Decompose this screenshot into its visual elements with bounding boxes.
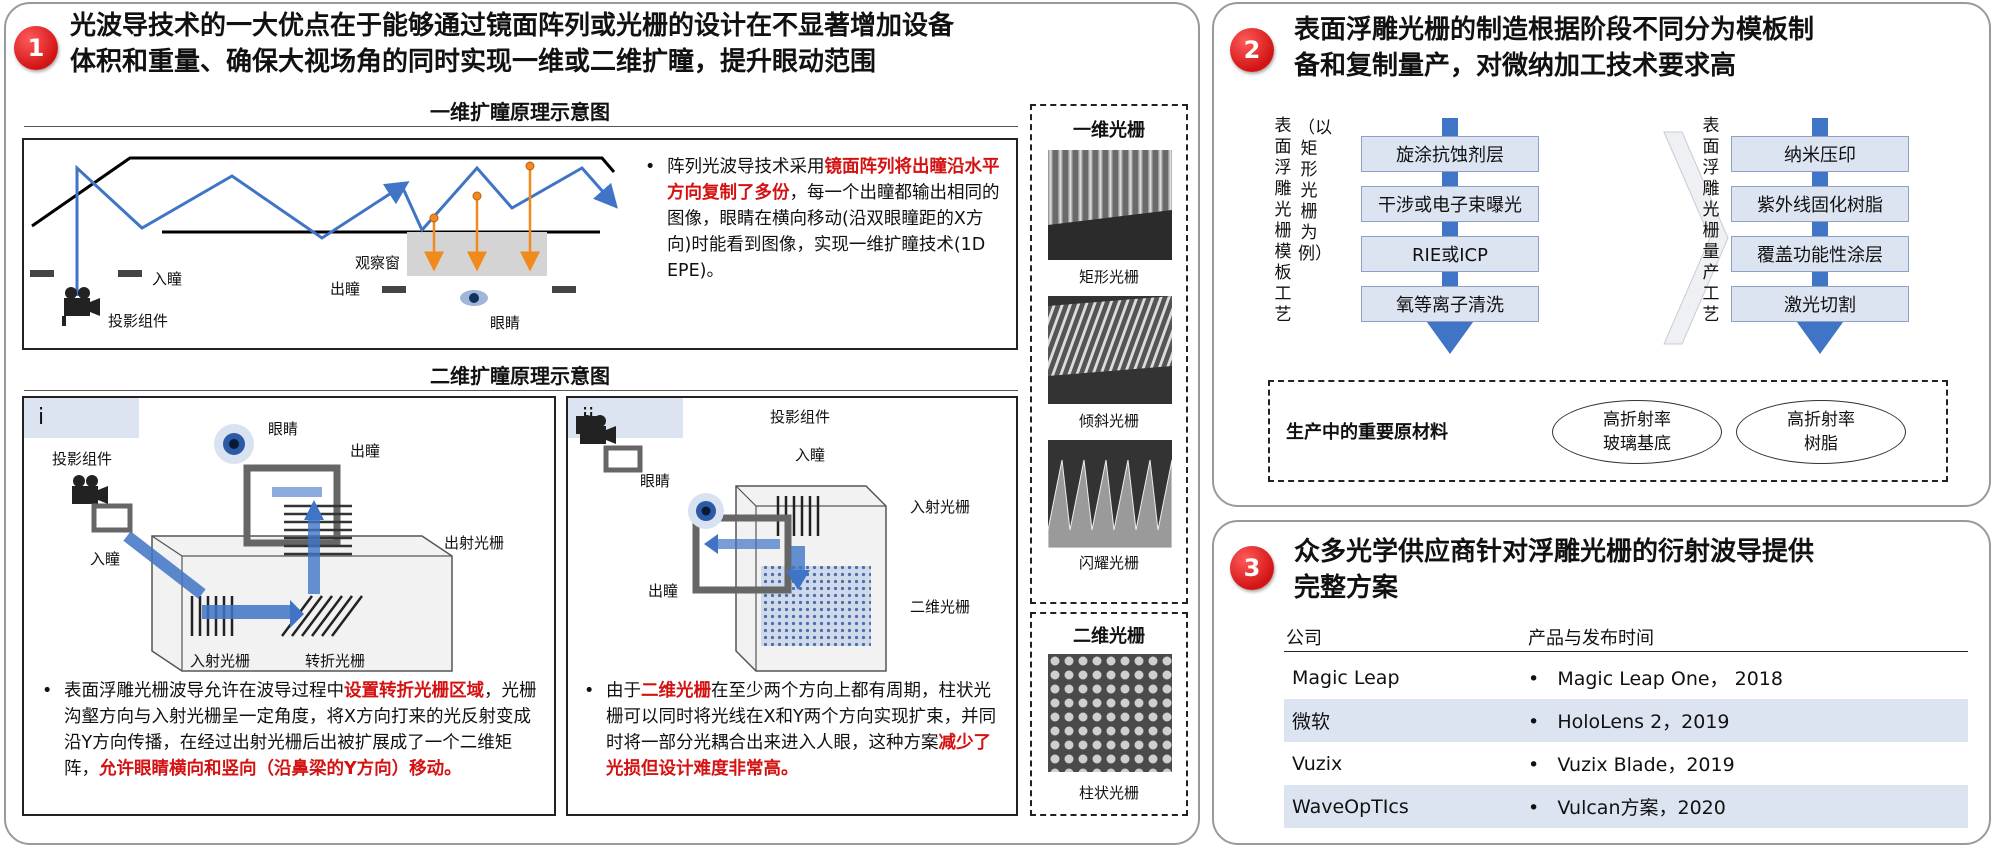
two-d-i-description: •表面浮雕光栅波导允许在波导过程中设置转折光栅区域，光栅沟壑方向与入射光栅呈一定… xyxy=(42,681,537,779)
template-step-2: 干涉或电子束曝光 xyxy=(1361,186,1539,222)
production-step-1: 纳米压印 xyxy=(1731,136,1909,172)
product-cell: • Vuzix Blade，2019 xyxy=(1528,754,1735,776)
eye-icon xyxy=(688,493,724,529)
one-d-gratings-heading: 一维光栅 xyxy=(1073,120,1145,141)
panel1-badge: 1 xyxy=(14,26,58,70)
material-glass-substrate: 高折射率 玻璃基底 xyxy=(1552,400,1722,464)
label-entrance-pupil-1d: 入瞳 xyxy=(152,270,183,288)
col-product: 产品与发布时间 xyxy=(1528,628,1654,649)
col-company: 公司 xyxy=(1286,628,1322,649)
panel1-title-line1: 光波导技术的一大优点在于能够通过镜面阵列或光栅的设计在不显著增加设备 xyxy=(70,11,955,41)
label-projector-ii: 投影组件 xyxy=(770,408,831,426)
label-2d-grating-ii: 二维光栅 xyxy=(910,598,971,616)
table-row: Vuzix • Vuzix Blade，2019 xyxy=(1284,742,1968,785)
two-d-panel-i-tag: i xyxy=(24,398,139,438)
two-d-gratings-heading: 二维光栅 xyxy=(1073,626,1145,647)
label-entrance-pupil-ii: 入瞳 xyxy=(795,446,826,464)
label-in-grating-i: 入射光栅 xyxy=(190,652,251,670)
table-row: 微软 • HoloLens 2，2019 xyxy=(1284,699,1968,742)
chevron-right-icon xyxy=(1663,131,1729,345)
label-window-1d: 观察窗 xyxy=(355,254,401,272)
company-cell: WaveOpTIcs xyxy=(1284,785,1520,828)
label-eye-i: 眼睛 xyxy=(268,420,299,438)
production-step-3: 覆盖功能性涂层 xyxy=(1731,236,1909,272)
two-d-heading-rule xyxy=(24,390,1018,391)
caption-rect-grating: 矩形光栅 xyxy=(1078,268,1139,286)
caption-blazed-grating: 闪耀光栅 xyxy=(1078,554,1139,572)
product-cell: • Magic Leap One， 2018 xyxy=(1528,668,1783,690)
panel1-title-line2: 体积和重量、确保大视场角的同时实现一维或二维扩瞳，提升眼动范围 xyxy=(70,47,877,77)
label-entrance-pupil-i: 入瞳 xyxy=(90,550,121,568)
label-exit-pupil-ii: 出瞳 xyxy=(648,582,679,600)
panel2-title-line2: 备和复制量产，对微纳加工技术要求高 xyxy=(1294,51,1737,81)
label-turn-grating-i: 转折光栅 xyxy=(305,652,366,670)
projector-icon xyxy=(62,287,100,326)
grating-blazed-image xyxy=(1048,440,1172,548)
label-eye-1d: 眼睛 xyxy=(490,314,521,332)
label-in-grating-ii: 入射光栅 xyxy=(910,498,971,516)
panel3-title-line1: 众多光学供应商针对浮雕光栅的衍射波导提供 xyxy=(1294,537,1815,567)
projector-icon xyxy=(72,475,133,533)
company-cell: Vuzix xyxy=(1292,752,1343,775)
label-projector-1d: 投影组件 xyxy=(108,312,169,330)
two-d-ii-description: •由于二维光栅在至少两个方向上都有周期，柱状光栅可以同时将光线在X和Y两个方向实… xyxy=(584,681,997,779)
caption-slanted-grating: 倾斜光栅 xyxy=(1078,412,1139,430)
template-step-4: 氧等离子清洗 xyxy=(1361,286,1539,322)
one-d-heading-rule xyxy=(24,126,1018,127)
template-process-note: （以矩形光栅为例） xyxy=(1298,118,1332,264)
panel3-badge: 3 xyxy=(1230,546,1274,590)
supplier-table: Magic Leap • Magic Leap One， 2018 微软 • H… xyxy=(1284,656,1968,828)
eye-icon xyxy=(214,424,254,464)
grating-slanted-image xyxy=(1048,296,1172,404)
one-d-description: •阵列光波导技术采用镜面阵列将出瞳沿水平方向复制了多份，每一个出瞳都输出相同的图… xyxy=(645,157,1000,281)
grating-rect-image xyxy=(1048,150,1172,260)
material-resin: 高折射率 树脂 xyxy=(1736,400,1906,464)
label-out-grating-i: 出射光栅 xyxy=(444,534,505,552)
template-step-1: 旋涂抗蚀剂层 xyxy=(1361,136,1539,172)
template-process-label: 表面浮雕光栅模板工艺 xyxy=(1274,116,1292,325)
product-cell: • Vulcan方案，2020 xyxy=(1520,785,1968,828)
table-row: Magic Leap • Magic Leap One， 2018 xyxy=(1284,656,1968,699)
panel2-title-line1: 表面浮雕光栅的制造根据阶段不同分为模板制 xyxy=(1294,15,1815,45)
eye-icon xyxy=(460,290,488,306)
company-cell: 微软 xyxy=(1284,699,1520,742)
label-eye-ii: 眼睛 xyxy=(640,472,671,490)
production-step-4: 激光切割 xyxy=(1731,286,1909,322)
template-step-3: RIE或ICP xyxy=(1361,236,1539,272)
table-row: WaveOpTIcs • Vulcan方案，2020 xyxy=(1284,785,1968,828)
grating-pillar-image xyxy=(1048,654,1172,772)
production-step-2: 紫外线固化树脂 xyxy=(1731,186,1909,222)
mass-production-label: 表面浮雕光栅量产工艺 xyxy=(1702,116,1720,325)
label-exit-pupil-1d: 出瞳 xyxy=(330,280,361,298)
product-cell: • HoloLens 2，2019 xyxy=(1520,699,1968,742)
materials-label: 生产中的重要原材料 xyxy=(1286,422,1448,443)
two-d-diagram-ii xyxy=(576,415,887,672)
panel3-title-line2: 完整方案 xyxy=(1294,573,1399,603)
label-projector-i: 投影组件 xyxy=(52,450,113,468)
panel2-badge: 2 xyxy=(1230,28,1274,72)
company-cell: Magic Leap xyxy=(1292,666,1400,689)
two-d-heading: 二维扩瞳原理示意图 xyxy=(430,364,610,388)
supplier-table-rule xyxy=(1284,651,1968,652)
two-d-diagram-i xyxy=(72,424,453,672)
one-d-diagram xyxy=(30,156,618,326)
label-exit-pupil-i: 出瞳 xyxy=(350,442,381,460)
one-d-heading: 一维扩瞳原理示意图 xyxy=(430,100,610,124)
caption-pillar-grating: 柱状光栅 xyxy=(1078,784,1139,802)
